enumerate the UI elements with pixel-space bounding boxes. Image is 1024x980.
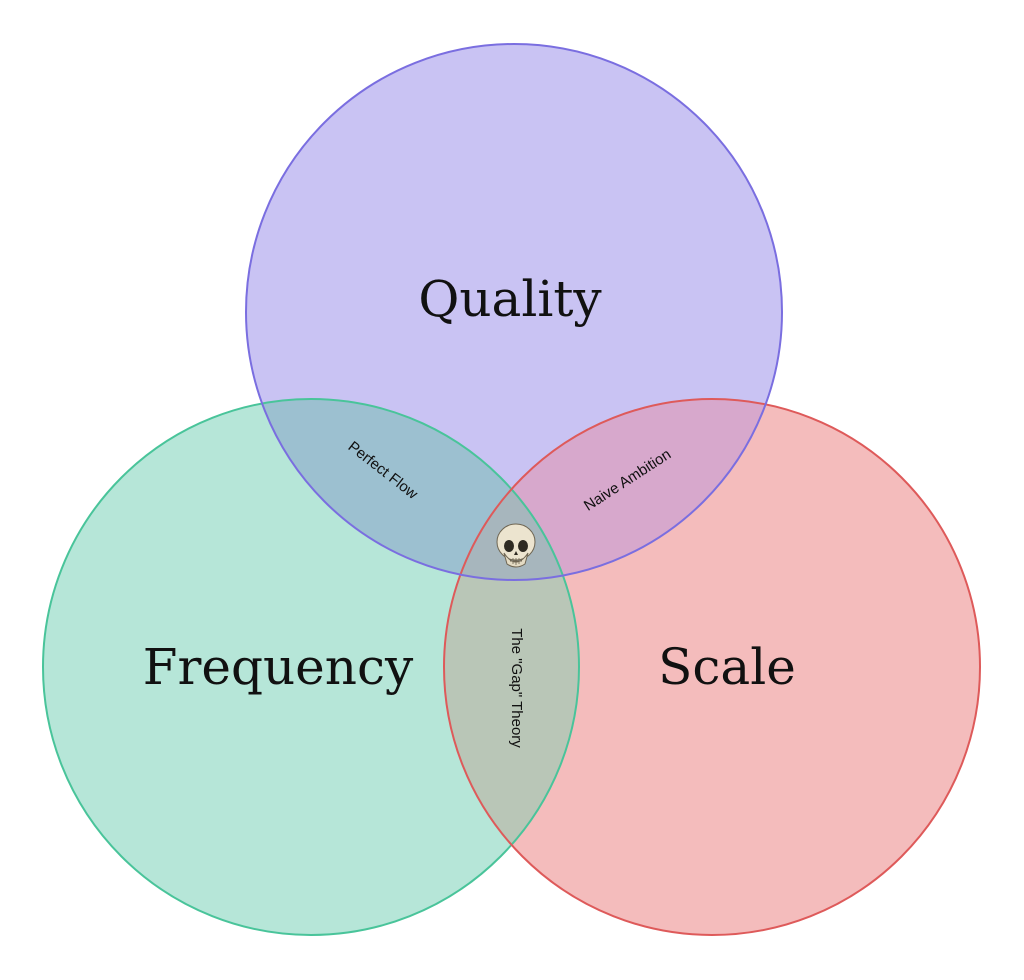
label-gap-theory: The "Gap" Theory xyxy=(508,628,525,748)
outline-quality xyxy=(245,43,783,581)
region-quality-scale xyxy=(444,399,782,580)
label-quality: Quality xyxy=(418,270,602,328)
label-scale: Scale xyxy=(658,638,796,696)
label-frequency: Frequency xyxy=(143,638,414,696)
region-quality-frequency xyxy=(246,399,579,580)
outline-scale xyxy=(443,398,981,936)
skull-icon xyxy=(496,523,536,568)
outline-frequency xyxy=(42,398,580,936)
